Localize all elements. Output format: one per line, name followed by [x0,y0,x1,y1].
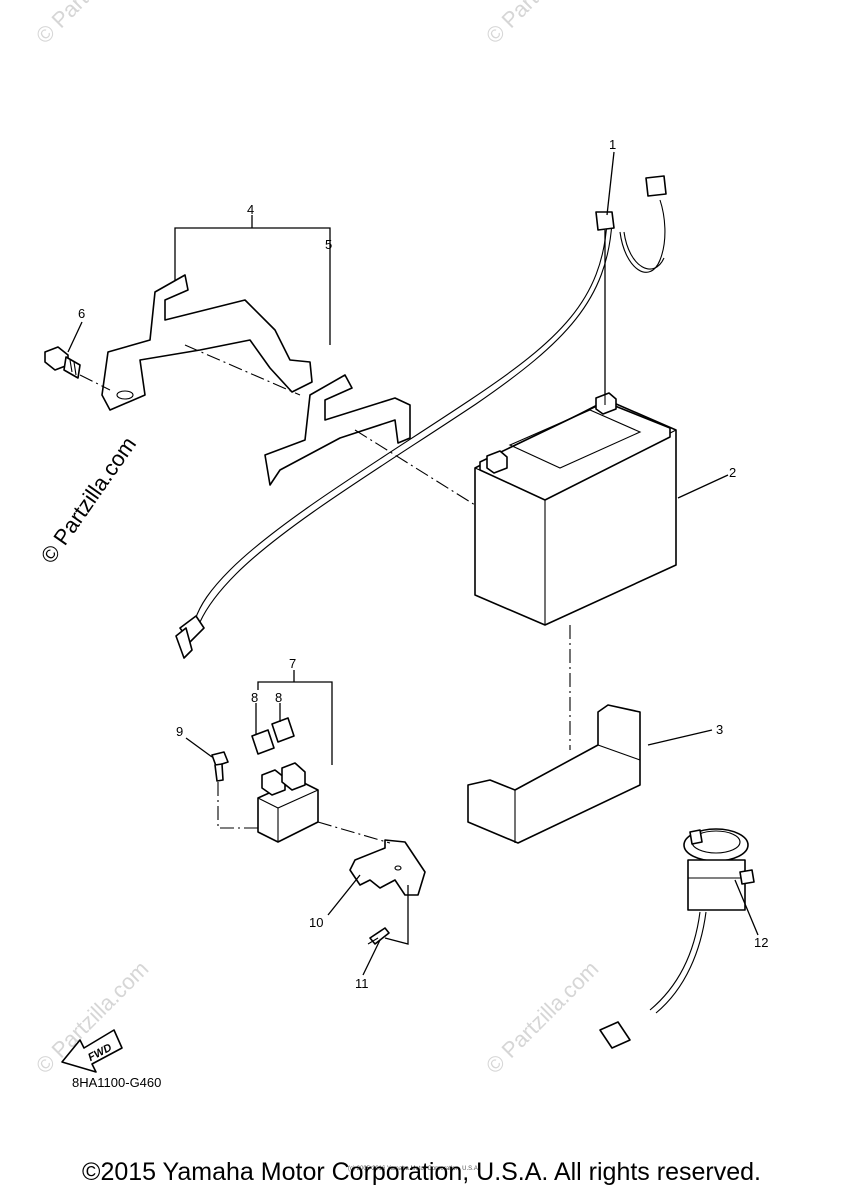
battery-tray [467,704,641,844]
watermark-faint: © Partzilla.com [31,0,154,49]
callout-2: 2 [729,465,736,480]
callout-8: 8 [251,690,258,705]
battery-cable [175,175,667,659]
callout-1: 1 [609,137,616,152]
callout-4: 4 [247,202,254,217]
callout-6: 6 [78,306,85,321]
relay-bracket [317,821,426,896]
copyright-footer: ©2015 Yamaha Motor Corporation, U.S.A. A… [82,1158,761,1186]
watermark-main: © Partzilla.com [36,432,142,568]
callout-11: 11 [355,976,369,991]
tiny-copyright: (c) 2005-2016 Yamaha Motor Corporation, … [348,1166,480,1172]
dc-socket [599,828,755,1049]
rivet [367,927,390,945]
watermark-faint: © Partzilla.com [481,956,604,1079]
fuse [251,717,295,755]
callout-7: 7 [289,656,296,671]
leader-lines [67,151,759,976]
battery-band [264,374,476,506]
fwd-arrow: FWD [61,1029,123,1073]
starter-relay [257,762,319,843]
bolt [44,346,81,379]
diagram-code: 8HA1100-G460 [72,1075,161,1090]
callouts: 1 2 3 4 5 6 7 8 8 9 10 11 12 [78,137,768,991]
callout-3: 3 [716,722,723,737]
callout-5: 5 [325,237,332,252]
callout-9: 9 [176,724,183,739]
watermark-faint: © Partzilla.com [481,0,604,49]
callout-10: 10 [309,915,323,930]
battery [474,392,677,626]
screw [211,751,229,782]
callout-8: 8 [275,690,282,705]
callout-12: 12 [754,935,768,950]
battery-bracket [101,274,313,411]
